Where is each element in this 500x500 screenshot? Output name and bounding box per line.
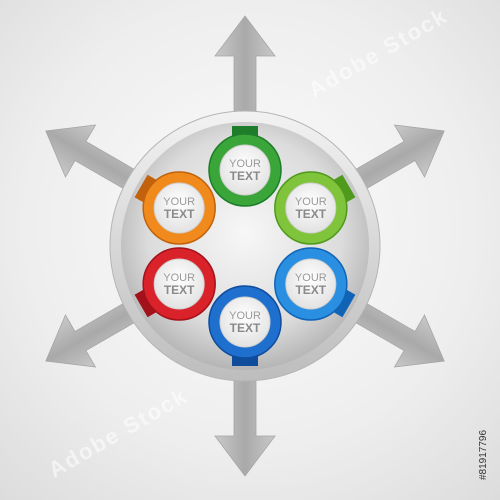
node-label-line1: YOUR [229,310,261,322]
node-label-line2: TEXT [229,321,261,335]
node-label-line1: YOUR [294,272,327,284]
nodes-group [134,126,356,366]
node-label-line1: YOUR [294,196,327,208]
node-label-bg [219,296,271,348]
node-bottom [208,285,282,366]
node-upper-left [134,171,216,245]
node-label-line2: TEXT [163,283,195,297]
node-lower-right [274,247,356,321]
stock-code: #81917796 [478,429,489,480]
node-top [208,126,282,207]
node-label-bg [285,182,337,234]
node-label-bg [285,258,337,310]
node-label-bg [153,258,205,310]
node-label-bg [219,144,271,196]
node-lower-left [134,247,216,321]
node-label-line2: TEXT [229,169,261,183]
node-label-line2: TEXT [163,207,195,221]
node-label-bg [153,182,205,234]
node-label-line2: TEXT [295,207,327,221]
node-upper-right [274,171,356,245]
node-label-line1: YOUR [163,196,196,208]
node-label-line1: YOUR [163,272,196,284]
node-label-line2: TEXT [295,283,327,297]
node-label-line1: YOUR [229,158,261,170]
